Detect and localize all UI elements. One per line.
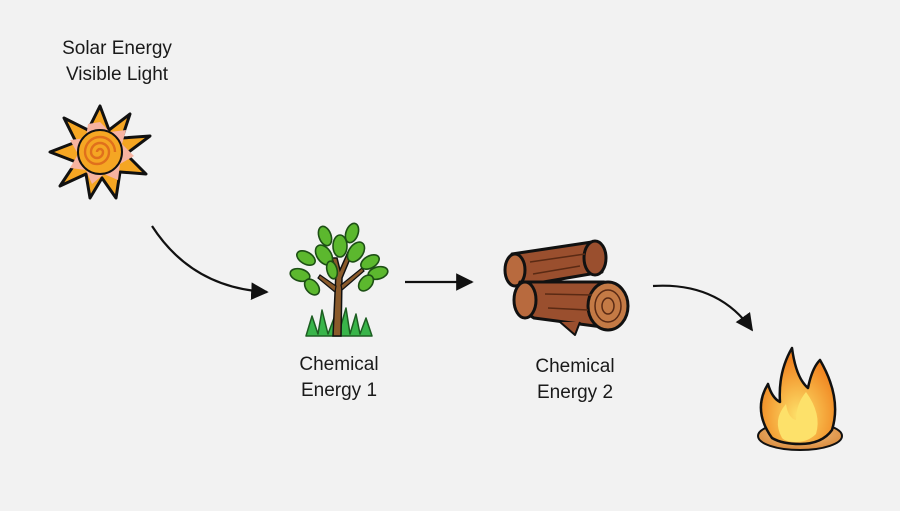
solar-label-line1: Solar Energy xyxy=(62,38,172,59)
solar-label-line2: Visible Light xyxy=(65,64,169,85)
chemical-energy-1-label: Chemical Energy 1 xyxy=(264,352,414,404)
chem1-label-line1: Chemical xyxy=(299,354,379,375)
fire-icon xyxy=(757,346,843,451)
chem2-label-line2: Energy 2 xyxy=(536,382,614,403)
chemical-energy-2-label: Chemical Energy 2 xyxy=(500,354,650,406)
logs-icon xyxy=(503,239,630,336)
tree-icon xyxy=(289,222,389,337)
chem2-label-line1: Chemical xyxy=(535,356,615,377)
solar-energy-label: Solar Energy Visible Light xyxy=(42,36,192,88)
flow-arrow-sun-to-tree xyxy=(151,225,269,300)
sun-icon xyxy=(48,104,152,200)
chem1-label-line2: Energy 1 xyxy=(300,380,378,401)
flow-arrow-logs-to-fire xyxy=(652,284,754,332)
